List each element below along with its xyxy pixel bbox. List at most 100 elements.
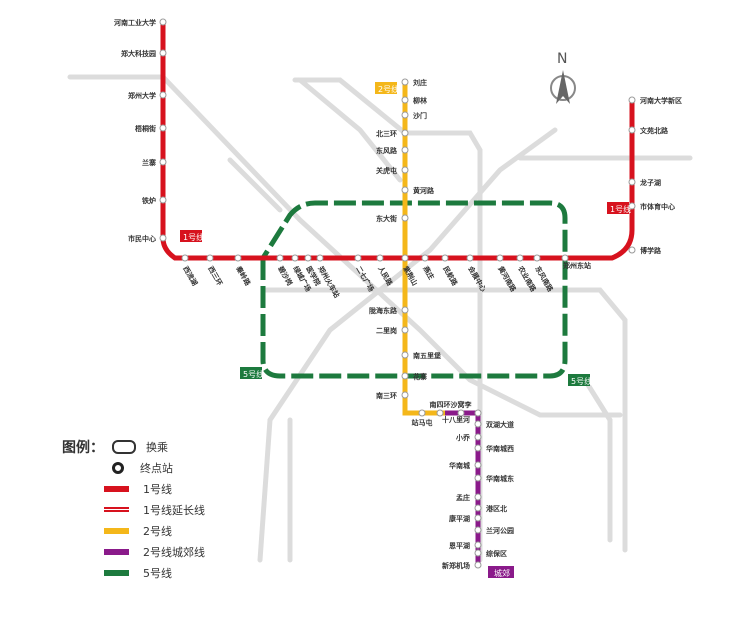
station-marker[interactable]	[474, 433, 482, 441]
station-marker[interactable]	[401, 186, 409, 194]
station-label[interactable]: 博学路	[640, 246, 662, 255]
station-label[interactable]: 市民中心	[128, 234, 156, 243]
station-label[interactable]: 兰寨	[142, 158, 157, 167]
station-marker[interactable]	[401, 391, 409, 399]
station-marker[interactable]	[401, 166, 409, 174]
station-label[interactable]: 十八里河	[442, 415, 470, 424]
station-label[interactable]: 郑州东站	[563, 261, 591, 270]
station-marker[interactable]	[628, 178, 636, 186]
station-marker[interactable]	[436, 409, 444, 417]
station-label[interactable]: 东大街	[376, 214, 397, 223]
station-marker[interactable]	[401, 372, 409, 380]
station-label[interactable]: 二里岗	[376, 326, 397, 335]
station-marker[interactable]	[159, 234, 167, 242]
station-label[interactable]: 河南工业大学	[114, 18, 156, 27]
station-label[interactable]: 郑大科技园	[121, 49, 156, 58]
station-label[interactable]: 恩平湖	[449, 541, 470, 550]
station-label[interactable]: 人民路	[376, 265, 395, 289]
station-label[interactable]: 东风路	[376, 146, 398, 155]
station-label[interactable]: 站马屯	[412, 418, 433, 427]
station-label[interactable]: 文苑北路	[640, 126, 669, 135]
station-label[interactable]: 民航路	[441, 265, 460, 289]
station-marker[interactable]	[533, 254, 541, 262]
station-label[interactable]: 康平湖	[449, 514, 470, 523]
station-label[interactable]: 西三环	[206, 265, 223, 287]
station-marker[interactable]	[474, 504, 482, 512]
station-label[interactable]: 综保区	[486, 549, 507, 558]
station-marker[interactable]	[354, 254, 362, 262]
station-label[interactable]: 市体育中心	[640, 202, 675, 211]
station-marker[interactable]	[401, 214, 409, 222]
station-marker[interactable]	[316, 254, 324, 262]
station-marker[interactable]	[401, 96, 409, 104]
station-label[interactable]: 南三环	[376, 391, 397, 400]
station-label[interactable]: 南五里堡	[413, 351, 442, 360]
station-marker[interactable]	[474, 444, 482, 452]
station-marker[interactable]	[304, 254, 312, 262]
station-marker[interactable]	[628, 246, 636, 254]
station-marker[interactable]	[159, 196, 167, 204]
station-label[interactable]: 梧桐街	[135, 124, 156, 133]
station-marker[interactable]	[401, 146, 409, 154]
station-label[interactable]: 河南大学新区	[640, 96, 682, 105]
station-marker[interactable]	[291, 254, 299, 262]
station-marker[interactable]	[441, 254, 449, 262]
station-label[interactable]: 花寨	[413, 372, 428, 381]
station-marker[interactable]	[234, 254, 242, 262]
station-marker[interactable]	[474, 514, 482, 522]
station-marker[interactable]	[474, 561, 482, 569]
station-label[interactable]: 刘庄	[413, 78, 427, 87]
station-marker[interactable]	[159, 124, 167, 132]
station-marker[interactable]	[181, 254, 189, 262]
station-marker[interactable]	[628, 126, 636, 134]
station-marker[interactable]	[376, 254, 384, 262]
station-label[interactable]: 秦岭路	[234, 264, 253, 288]
station-label[interactable]: 陇海东路	[369, 306, 398, 315]
station-marker[interactable]	[401, 129, 409, 137]
station-marker[interactable]	[159, 158, 167, 166]
station-label[interactable]: 南四环	[430, 400, 451, 409]
station-marker[interactable]	[401, 306, 409, 314]
station-marker[interactable]	[474, 493, 482, 501]
station-marker[interactable]	[466, 254, 474, 262]
station-label[interactable]: 北三环	[376, 129, 397, 138]
station-label[interactable]: 柳林	[413, 96, 428, 105]
station-label[interactable]: 铁炉	[142, 196, 156, 205]
station-marker[interactable]	[474, 409, 482, 417]
station-marker[interactable]	[474, 526, 482, 534]
station-marker[interactable]	[516, 254, 524, 262]
station-marker[interactable]	[421, 254, 429, 262]
station-marker[interactable]	[474, 541, 482, 549]
station-marker[interactable]	[276, 254, 284, 262]
station-marker[interactable]	[628, 96, 636, 104]
station-marker[interactable]	[474, 420, 482, 428]
station-label[interactable]: 港区北	[486, 504, 507, 513]
station-marker[interactable]	[418, 409, 426, 417]
station-marker[interactable]	[206, 254, 214, 262]
station-label[interactable]: 华南城西	[486, 444, 514, 453]
station-marker[interactable]	[159, 49, 167, 57]
station-label[interactable]: 小乔	[455, 433, 471, 442]
station-marker[interactable]	[457, 409, 465, 417]
station-label[interactable]: 华南城	[449, 461, 470, 470]
station-label[interactable]: 沙门	[413, 111, 427, 120]
station-label[interactable]: 郑州大学	[128, 91, 156, 100]
station-label[interactable]: 碧沙岗	[276, 264, 295, 288]
station-marker[interactable]	[561, 254, 569, 262]
station-label[interactable]: 关虎屯	[376, 166, 397, 175]
station-marker[interactable]	[401, 326, 409, 334]
station-marker[interactable]	[159, 18, 167, 26]
station-marker[interactable]	[474, 461, 482, 469]
station-label[interactable]: 孟庄	[456, 493, 470, 502]
station-marker[interactable]	[496, 254, 504, 262]
station-marker[interactable]	[159, 91, 167, 99]
station-label[interactable]: 兰河公园	[486, 526, 514, 535]
station-marker[interactable]	[401, 254, 409, 262]
station-label[interactable]: 沙窝李	[451, 400, 473, 409]
station-label[interactable]: 新郑机场	[442, 561, 470, 570]
station-label[interactable]: 双湖大道	[486, 420, 514, 429]
station-label[interactable]: 黄河路	[413, 186, 435, 195]
station-marker[interactable]	[401, 351, 409, 359]
station-marker[interactable]	[401, 78, 409, 86]
station-label[interactable]: 龙子湖	[639, 178, 661, 187]
